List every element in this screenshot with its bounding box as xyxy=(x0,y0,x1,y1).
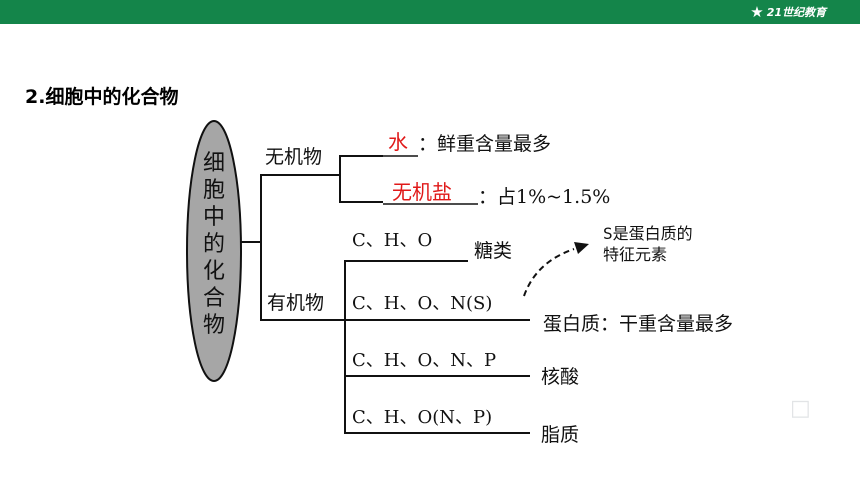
note-line-1: S是蛋白质的 xyxy=(603,224,693,243)
page-title: 2.细胞中的化合物 xyxy=(25,86,179,108)
note-line-2: 特征元素 xyxy=(603,245,668,264)
note-arrowhead xyxy=(574,242,589,254)
sugar-elements: C、H、O xyxy=(352,230,433,251)
inorganic-salt-description: ：占1%~1.5% xyxy=(478,186,611,208)
note-arrow xyxy=(523,248,575,297)
header-bar: ★ 21世纪教育 xyxy=(0,0,860,24)
nucleic-acid-elements: C、H、O、N、P xyxy=(352,350,497,371)
lipid-elements: C、H、O(N、P) xyxy=(352,407,493,428)
organic-label: 有机物 xyxy=(267,292,325,314)
root-char: 细 xyxy=(202,151,225,176)
root-ellipse xyxy=(186,120,242,382)
protein-elements: C、H、O、N(S) xyxy=(352,293,493,314)
root-char: 中 xyxy=(202,205,225,230)
water-description: ：鲜重含量最多 xyxy=(418,133,552,155)
root-char: 化 xyxy=(202,259,225,284)
watermark-icon: □ xyxy=(790,396,811,421)
inorganic-label: 无机物 xyxy=(265,146,323,168)
root-char: 物 xyxy=(202,313,225,338)
lipid-name: 脂质 xyxy=(541,424,580,446)
root-label: 细 胞 中 的 化 合 物 xyxy=(196,150,232,339)
answer-water: 水 xyxy=(388,130,408,154)
root-char: 胞 xyxy=(202,178,225,203)
runner-icon: ★ xyxy=(750,3,764,21)
root-char: 的 xyxy=(202,232,225,257)
protein-name: 蛋白质：干重含量最多 xyxy=(543,313,734,335)
brand-text: 21世纪教育 xyxy=(766,6,826,19)
nucleic-acid-name: 核酸 xyxy=(541,366,580,388)
sugar-name: 糖类 xyxy=(474,240,513,262)
answer-inorganic-salt: 无机盐 xyxy=(392,180,452,204)
root-char: 合 xyxy=(202,286,225,311)
brand-logo: ★ 21世纪教育 xyxy=(750,2,826,22)
